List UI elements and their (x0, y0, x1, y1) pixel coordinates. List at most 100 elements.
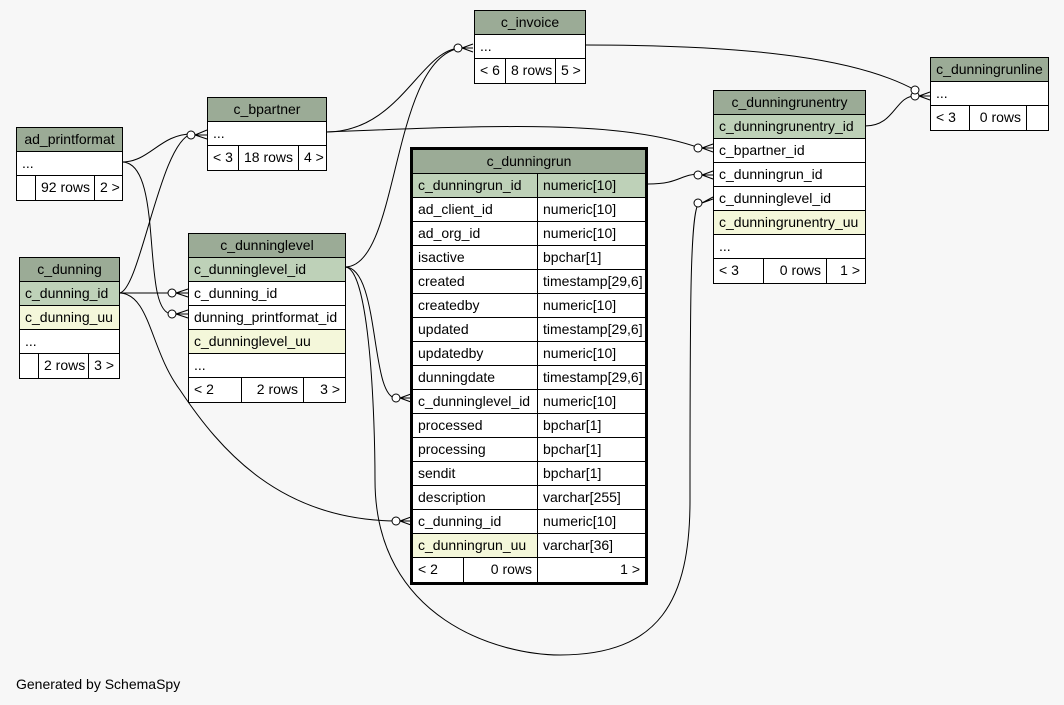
column-ellipsis: ... (25, 333, 37, 349)
edge-printformat-level (121, 161, 173, 315)
table-c-dunninglevel[interactable]: c_dunninglevel c_dunninglevel_id c_dunni… (188, 233, 346, 403)
column-type: numeric[10] (537, 390, 645, 413)
column-name[interactable]: dunningdate (418, 369, 496, 385)
column-type: varchar[255] (537, 486, 645, 509)
table-title[interactable]: ad_printformat (24, 131, 115, 147)
crowfoot (399, 393, 412, 403)
column-name[interactable]: c_dunning_id (418, 513, 502, 529)
column-name[interactable]: processing (418, 441, 486, 457)
table-title[interactable]: c_bpartner (233, 101, 301, 117)
column-c-dunninglevel-id[interactable]: c_dunninglevel_id (194, 261, 307, 277)
column-type: numeric[10] (537, 342, 645, 365)
edge-end-circle (910, 85, 920, 95)
table-c-dunning[interactable]: c_dunning c_dunning_id c_dunning_uu ... … (19, 257, 120, 379)
footer-parents[interactable]: < 3 (936, 109, 956, 125)
column-type: varchar[36] (537, 534, 645, 557)
table-title[interactable]: c_dunningrunline (936, 61, 1043, 77)
crowfoot (175, 288, 189, 298)
column-name[interactable]: ad_org_id (418, 225, 481, 241)
footer-children[interactable]: 1 > (537, 558, 645, 582)
column-name[interactable]: sendit (418, 465, 456, 481)
column-c-dunningrunentry-id[interactable]: c_dunningrunentry_id (719, 118, 854, 134)
footer-parents[interactable]: < 3 (719, 262, 739, 278)
column-c-dunning-uu[interactable]: c_dunning_uu (25, 309, 113, 325)
table-title[interactable]: c_invoice (500, 14, 560, 30)
table-c-dunningrunline[interactable]: c_dunningrunline ... < 3 0 rows (930, 57, 1049, 131)
edge-end-circle (693, 143, 703, 153)
table-c-bpartner[interactable]: c_bpartner ... < 3 18 rows 4 > (207, 97, 327, 171)
column-name[interactable]: updatedby (418, 345, 484, 361)
column-name[interactable]: isactive (418, 249, 465, 265)
table-title[interactable]: c_dunning (37, 261, 102, 277)
footer-rows: 18 rows (238, 146, 298, 170)
edge-dunning-bpartner (118, 133, 193, 294)
footer-children[interactable]: 4 > (298, 146, 326, 170)
column-c-dunninglevel-uu[interactable]: c_dunninglevel_uu (194, 333, 311, 349)
footer-children[interactable]: 1 > (826, 259, 865, 283)
column-name[interactable]: c_dunningrun_uu (413, 534, 537, 557)
column-name[interactable]: created (418, 273, 465, 289)
column-type: numeric[10] (537, 198, 645, 221)
column-c-dunningrunentry-uu[interactable]: c_dunningrunentry_uu (719, 214, 859, 230)
column-name[interactable]: ad_client_id (418, 201, 493, 217)
footer-rows: 92 rows (35, 176, 94, 200)
crowfoot (918, 91, 931, 101)
column-type: numeric[10] (537, 222, 645, 245)
footer-parents[interactable]: < 6 (480, 62, 500, 78)
edge-dunning-run (118, 292, 397, 522)
footer-rows: 8 rows (505, 59, 555, 83)
table-c-invoice[interactable]: c_invoice ... < 6 8 rows 5 > (474, 10, 586, 84)
footer-children[interactable]: 3 > (88, 354, 119, 378)
edge-bpartner-runentry (325, 126, 701, 149)
footer-parents[interactable]: < 3 (213, 149, 233, 165)
footer-parents[interactable]: < 2 (194, 381, 214, 397)
column-type: bpchar[1] (537, 246, 645, 269)
footer-children[interactable] (1026, 106, 1048, 130)
edge-end-circle (391, 516, 401, 526)
column-dunning-printformat-id[interactable]: dunning_printformat_id (194, 309, 338, 325)
column-name[interactable]: updated (418, 321, 469, 337)
crowfoot (701, 196, 714, 204)
edge-level-runentry (344, 201, 701, 656)
column-name[interactable]: createdby (418, 297, 480, 313)
column-name[interactable]: description (418, 489, 486, 505)
column-type: numeric[10] (537, 510, 645, 533)
column-ellipsis: ... (22, 155, 34, 171)
column-type: timestamp[29,6] (537, 270, 645, 293)
column-ellipsis: ... (480, 38, 492, 54)
column-type: numeric[10] (537, 174, 645, 197)
column-c-dunning-id[interactable]: c_dunning_id (25, 285, 109, 301)
table-c-dunningrunentry[interactable]: c_dunningrunentry c_dunningrunentry_id c… (713, 90, 866, 284)
edge-end-circle (693, 170, 703, 180)
generated-by-credit: Generated by SchemaSpy (16, 676, 181, 692)
column-type: timestamp[29,6] (537, 318, 645, 341)
footer-children[interactable]: 2 > (94, 176, 122, 200)
footer-children[interactable]: 5 > (555, 59, 585, 83)
table-title[interactable]: c_dunningrun (486, 153, 572, 169)
column-c-dunning-id[interactable]: c_dunning_id (194, 285, 278, 301)
footer-rows: 0 rows (969, 106, 1026, 130)
table-title[interactable]: c_dunninglevel (220, 237, 314, 253)
column-c-dunningrun-id[interactable]: c_dunningrun_id (719, 166, 823, 182)
column-name[interactable]: c_dunningrun_id (418, 177, 522, 193)
edge-level-run (344, 266, 397, 399)
column-c-bpartner-id[interactable]: c_bpartner_id (719, 142, 805, 158)
edge-bpartner-invoice (325, 47, 461, 133)
crowfoot (399, 516, 412, 526)
footer-parents[interactable] (20, 354, 38, 378)
table-title[interactable]: c_dunningrunentry (731, 94, 848, 110)
footer-parents[interactable]: < 2 (418, 561, 438, 577)
footer-children[interactable]: 3 > (303, 378, 345, 402)
footer-rows: 2 rows (241, 378, 303, 402)
footer-parents[interactable] (17, 176, 35, 200)
column-name[interactable]: processed (418, 417, 483, 433)
table-ad-printformat[interactable]: ad_printformat ... 92 rows 2 > (16, 127, 123, 201)
edge-invoice-runline (584, 44, 916, 91)
crowfoot (175, 309, 189, 319)
column-type: timestamp[29,6] (537, 366, 645, 389)
footer-rows: 2 rows (38, 354, 88, 378)
column-name[interactable]: c_dunninglevel_id (418, 393, 531, 409)
column-c-dunninglevel-id[interactable]: c_dunninglevel_id (719, 190, 832, 206)
column-ellipsis: ... (719, 238, 731, 254)
